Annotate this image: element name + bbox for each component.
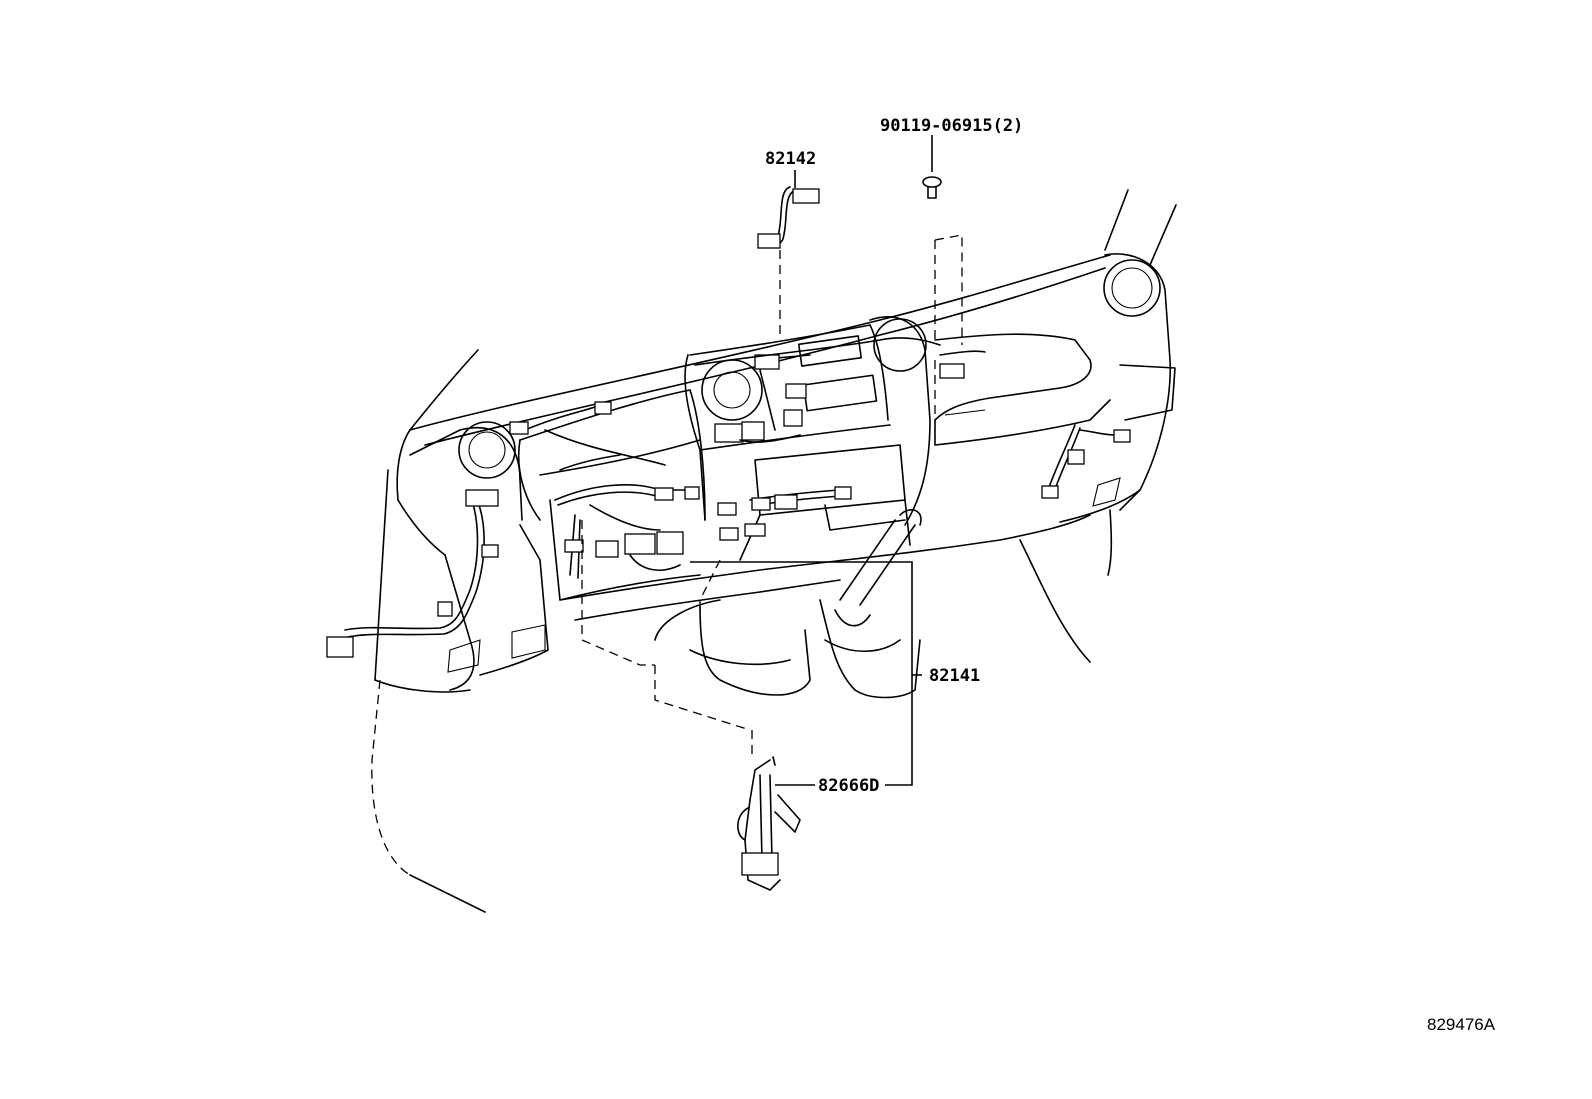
instrument-panel-drawing (371, 189, 1177, 913)
sub-harness-part-number: 82142 (765, 149, 816, 169)
diagram-reference-number: 829476A (1427, 1015, 1496, 1034)
clamp-part-number: 82666D (818, 776, 879, 796)
main-harness-part-number: 82141 (929, 666, 980, 686)
wire-harness-drawing (326, 337, 1131, 658)
clip-part-drawing (922, 135, 963, 420)
assembly-guide-lines (581, 520, 751, 731)
leader-lines (690, 170, 922, 786)
clamp-part-drawing (737, 730, 801, 891)
clip-part-number: 90119-06915(2) (880, 116, 1023, 136)
sub-harness-part-drawing (757, 186, 820, 340)
